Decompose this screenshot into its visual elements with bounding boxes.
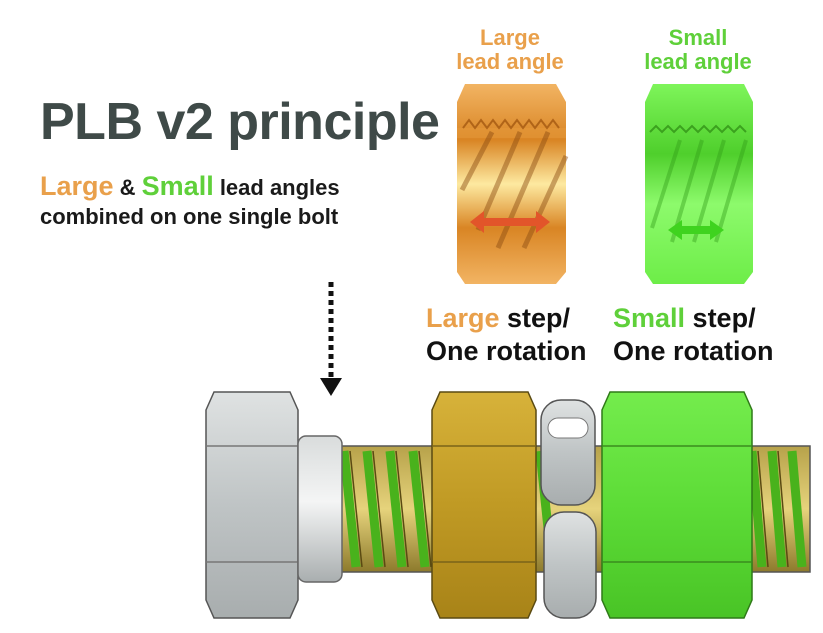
small-lead-angle-title: Small lead angle — [618, 26, 778, 74]
large-step-arrow-icon — [470, 211, 550, 233]
large-step-label: Large step/ One rotation — [426, 302, 587, 368]
dotted-down-arrow-icon — [320, 282, 342, 396]
subtitle: Large & Small lead angles combined on on… — [40, 172, 340, 231]
bolt-assembly — [205, 391, 811, 619]
subtitle-line-1: Large & Small lead angles — [40, 172, 340, 202]
subtitle-line1-rest: lead angles — [213, 175, 340, 200]
large-step-line: Large step/ — [426, 302, 587, 335]
large-step-rest: step/ — [499, 303, 571, 333]
small-lead-nut — [601, 391, 753, 619]
small-step-rest: step/ — [685, 303, 756, 333]
subtitle-ampersand: & — [113, 175, 142, 200]
small-rotation-line: One rotation — [613, 336, 774, 366]
small-title-line-2: lead angle — [644, 49, 752, 74]
large-lead-angle-title: Large lead angle — [430, 26, 590, 74]
page-title: PLB v2 principle — [40, 93, 440, 151]
small-step-arrow-icon — [668, 220, 724, 240]
small-step-line: Small step/ — [613, 302, 774, 335]
small-title-line-1: Small — [668, 25, 728, 50]
large-step-word: Large — [426, 303, 500, 333]
subtitle-small-word: Small — [141, 171, 214, 201]
subtitle-line-2: combined on one single bolt — [40, 204, 339, 229]
large-title-line-2: lead angle — [456, 49, 564, 74]
large-lead-angle-nut — [457, 84, 569, 284]
small-lead-angle-nut — [645, 84, 753, 284]
bolt-head — [205, 391, 299, 619]
bolt-shank — [297, 435, 343, 583]
large-title-line-1: Large — [480, 25, 540, 50]
large-rotation-line: One rotation — [426, 336, 587, 366]
lock-washer — [540, 399, 597, 619]
subtitle-large-word: Large — [40, 171, 114, 201]
small-step-label: Small step/ One rotation — [613, 302, 774, 368]
large-lead-nut — [431, 391, 537, 619]
small-step-word: Small — [613, 303, 686, 333]
